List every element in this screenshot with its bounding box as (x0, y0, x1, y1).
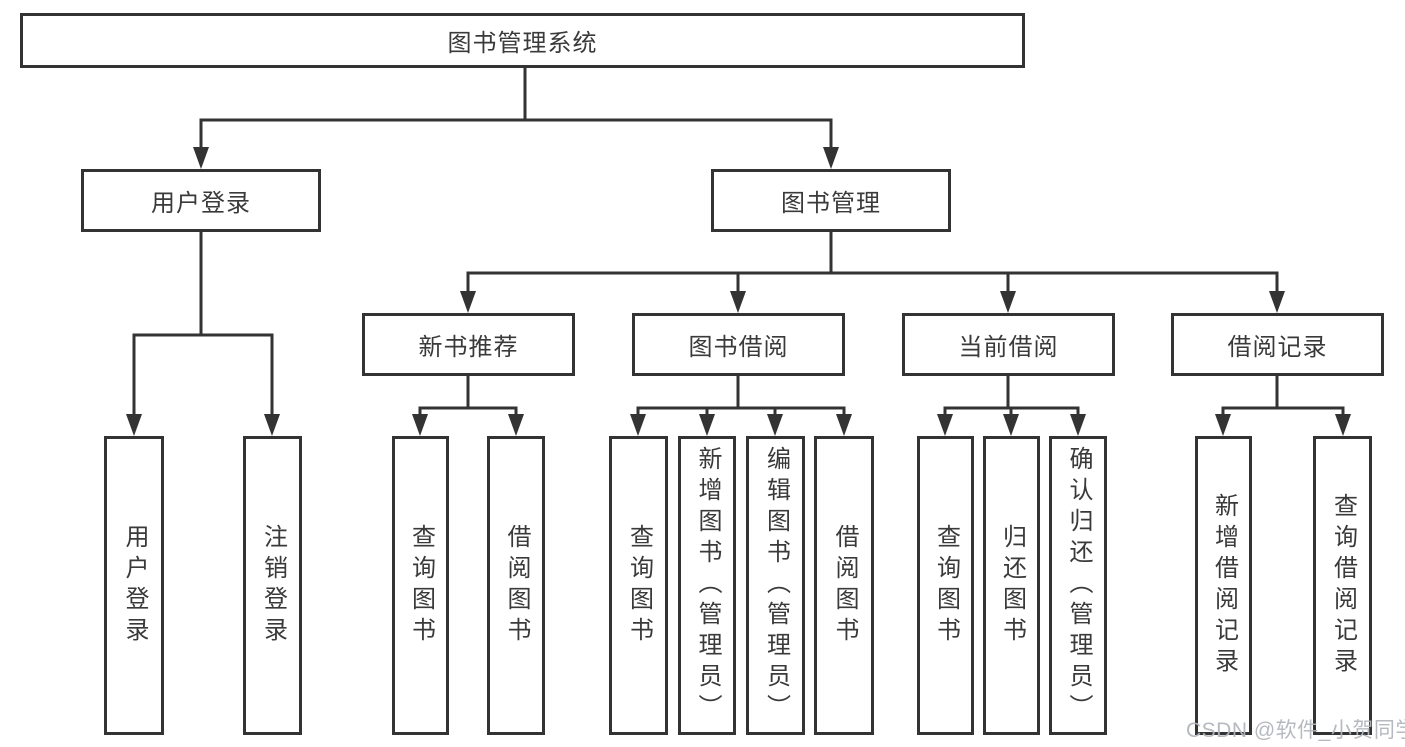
leaf-query-books-2: 查询图书 (609, 436, 668, 735)
leaf-confirm-return-admin: 确认归还（管理员） (1049, 436, 1107, 735)
leaf-logout: 注销登录 (243, 436, 302, 735)
node-book-borrow: 图书借阅 (632, 313, 845, 376)
leaf-return-books: 归还图书 (983, 436, 1040, 735)
leaf-add-borrow-record-label: 新增借阅记录 (1210, 492, 1238, 679)
node-current-borrow: 当前借阅 (902, 313, 1115, 376)
node-new-book-recommend: 新书推荐 (362, 313, 575, 376)
leaf-query-books-3-label: 查询图书 (932, 523, 960, 648)
node-new-book-recommend-label: 新书推荐 (418, 334, 519, 361)
leaf-query-books-3: 查询图书 (917, 436, 974, 735)
node-user-login: 用户登录 (81, 169, 321, 232)
node-borrow-records-label: 借阅记录 (1227, 334, 1328, 361)
leaf-query-books-1-label: 查询图书 (407, 523, 435, 648)
watermark: CSDN @软件_小贺同学 (1186, 719, 1405, 742)
leaf-query-books-1: 查询图书 (392, 436, 449, 735)
leaf-edit-books-admin: 编辑图书（管理员） (746, 436, 805, 735)
leaf-add-borrow-record: 新增借阅记录 (1195, 436, 1252, 735)
leaf-add-books-admin: 新增图书（管理员） (678, 436, 736, 735)
leaf-confirm-return-admin-label: 确认归还（管理员） (1065, 446, 1092, 725)
leaf-user-login-label: 用户登录 (121, 523, 148, 648)
leaf-query-borrow-record: 查询借阅记录 (1313, 436, 1372, 735)
leaf-return-books-label: 归还图书 (998, 523, 1026, 648)
node-book-borrow-label: 图书借阅 (688, 334, 789, 361)
node-root-system: 图书管理系统 (20, 13, 1025, 68)
node-root-system-label: 图书管理系统 (447, 30, 598, 57)
leaf-borrow-books-1-label: 借阅图书 (503, 523, 530, 648)
node-current-borrow-label: 当前借阅 (958, 334, 1059, 361)
leaf-query-books-2-label: 查询图书 (625, 523, 653, 648)
leaf-user-login: 用户登录 (104, 436, 164, 735)
leaf-borrow-books-2: 借阅图书 (814, 436, 874, 735)
leaf-add-books-admin-label: 新增图书（管理员） (694, 446, 721, 725)
node-book-management-label: 图书管理 (781, 190, 881, 217)
leaf-edit-books-admin-label: 编辑图书（管理员） (762, 446, 790, 725)
node-book-management: 图书管理 (711, 169, 951, 232)
leaf-borrow-books-1: 借阅图书 (487, 436, 545, 735)
node-borrow-records: 借阅记录 (1171, 313, 1384, 376)
leaf-borrow-books-2-label: 借阅图书 (831, 523, 858, 648)
leaf-logout-label: 注销登录 (259, 523, 287, 648)
leaf-query-borrow-record-label: 查询借阅记录 (1329, 492, 1357, 679)
node-user-login-label: 用户登录 (151, 190, 251, 217)
